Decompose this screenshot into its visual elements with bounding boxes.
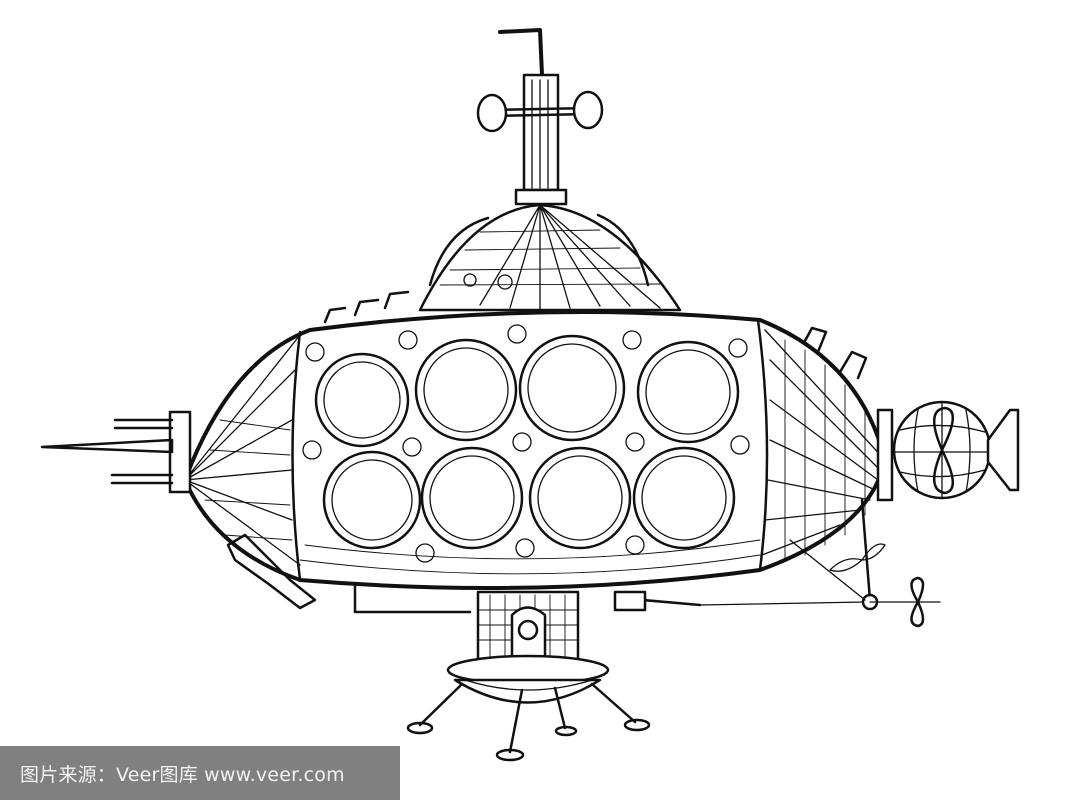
underside-pipes xyxy=(226,533,866,614)
portholes xyxy=(302,324,750,563)
main-hull xyxy=(168,310,894,590)
watermark-bar: 图片来源：Veer图库 www.veer.com xyxy=(0,746,400,800)
bow-spikes xyxy=(40,418,174,485)
periscope-mast xyxy=(476,28,604,206)
conning-dome xyxy=(418,203,682,312)
lander-base xyxy=(406,590,651,762)
hull-top-vents xyxy=(323,290,868,380)
watermark-text: 图片来源：Veer图库 www.veer.com xyxy=(20,763,345,786)
caged-propeller xyxy=(890,400,1020,500)
small-propellers xyxy=(789,498,941,628)
